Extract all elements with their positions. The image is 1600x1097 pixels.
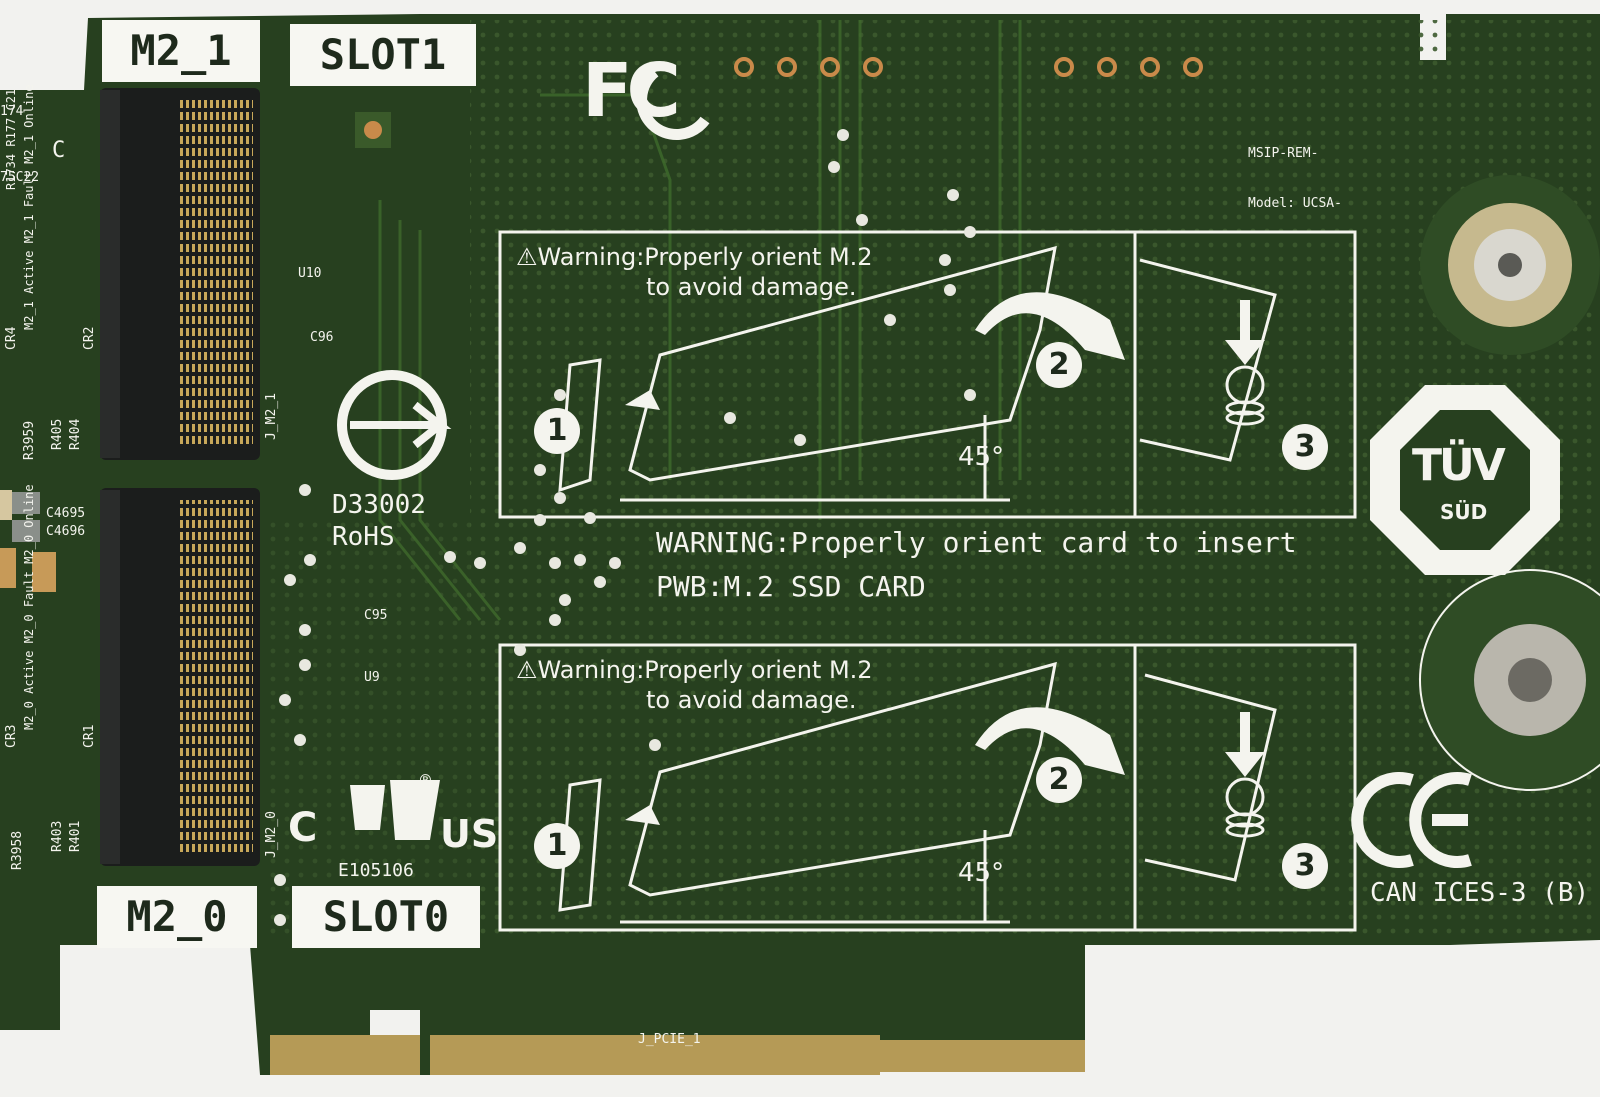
led-labels-m2-1: M2_1 Active M2_1 Fault M2_1 Online (22, 84, 36, 330)
r403-label: R403 (50, 820, 65, 852)
cr2-label: CR2 (82, 326, 97, 350)
angle-bottom: 45° (958, 858, 1005, 888)
ul-c-mark: C (288, 805, 318, 851)
cr3-label: CR3 (4, 724, 19, 748)
angle-top: 45° (958, 442, 1005, 472)
warning-top-text: ⚠Warning:Properly orient M.2 to avoid da… (516, 242, 873, 302)
msip-label: MSIP-REM- (1248, 146, 1319, 161)
c4695-label: C4695 (46, 506, 86, 521)
j-m2-0-label: J_M2_0 (264, 811, 279, 858)
c95-label: C95 (364, 608, 388, 623)
fcc-logo-arc (636, 67, 710, 141)
ce-logo-e (1409, 772, 1472, 868)
label-slot1: SLOT1 (290, 24, 476, 86)
d33002-label: D33002 (332, 490, 426, 520)
c96-label: C96 (310, 330, 334, 345)
can-ices-label: CAN ICES-3 (B) (1370, 878, 1590, 908)
label-m2-1: M2_1 (102, 20, 260, 82)
warning-top-line2: to avoid damage. (646, 273, 857, 301)
label-m2-0: M2_0 (97, 886, 257, 948)
step-1-bottom: 1 (534, 823, 580, 869)
edge-connector-right (430, 1035, 880, 1075)
r405-label: R405 (50, 418, 65, 450)
e105106-label: E105106 (338, 860, 414, 881)
warning-bottom-line2: to avoid damage. (646, 686, 857, 714)
pwb-label: PWB:M.2 SSD CARD (656, 570, 926, 603)
edge-connector-left (270, 1035, 420, 1075)
card-warning-text: WARNING:Properly orient card to insert (656, 526, 1297, 559)
warning-top-line1: ⚠Warning:Properly orient M.2 (516, 243, 873, 271)
r3958-label: R3958 (10, 830, 25, 870)
cr1-label: CR1 (82, 724, 97, 748)
step-1-top: 1 (534, 408, 580, 454)
ul-logo-shape (350, 780, 440, 840)
j-pcie-label: J_PCIE_1 (638, 1032, 701, 1047)
r404-label: R404 (68, 418, 83, 450)
ce-logo-c (1351, 772, 1414, 868)
r3959-label: R3959 (22, 420, 37, 460)
warning-box-bottom (498, 643, 1357, 932)
r401-label: R401 (68, 820, 83, 852)
j-m2-1-label: J_M2_1 (264, 393, 279, 440)
fcc-logo-text: FC (582, 48, 681, 134)
ul-us-mark: US (440, 812, 499, 856)
step-2-bottom: 2 (1036, 757, 1082, 803)
step-3-top: 3 (1282, 424, 1328, 470)
led-labels-m2-0: M2_0 Active M2_0 Fault M2_0 Online (22, 484, 36, 730)
u9-label: U9 (364, 670, 380, 685)
warning-bottom-text: ⚠Warning:Properly orient M.2 to avoid da… (516, 655, 873, 715)
warning-box-top (498, 230, 1357, 519)
c22-label: 75C22 (0, 170, 40, 185)
warning-bottom-line1: ⚠Warning:Properly orient M.2 (516, 656, 873, 684)
step-2-top: 2 (1036, 342, 1082, 388)
u10-label: U10 (298, 266, 322, 281)
model-label: Model: UCSA- (1248, 196, 1342, 211)
ce-text: CE (1372, 790, 1373, 791)
rohs-label: RoHS (332, 522, 395, 552)
c4696-label: C4696 (46, 524, 86, 539)
tuv-sub-text: SÜD (1440, 500, 1488, 524)
ul-registered-mark: ® (420, 770, 431, 791)
cr4-label: CR4 (4, 326, 19, 350)
label-slot0: SLOT0 (292, 886, 480, 948)
c-mark-label: C (52, 138, 66, 163)
r174-label: 174 (0, 104, 24, 119)
step-3-bottom: 3 (1282, 843, 1328, 889)
tuv-text: TÜV (1412, 440, 1506, 491)
